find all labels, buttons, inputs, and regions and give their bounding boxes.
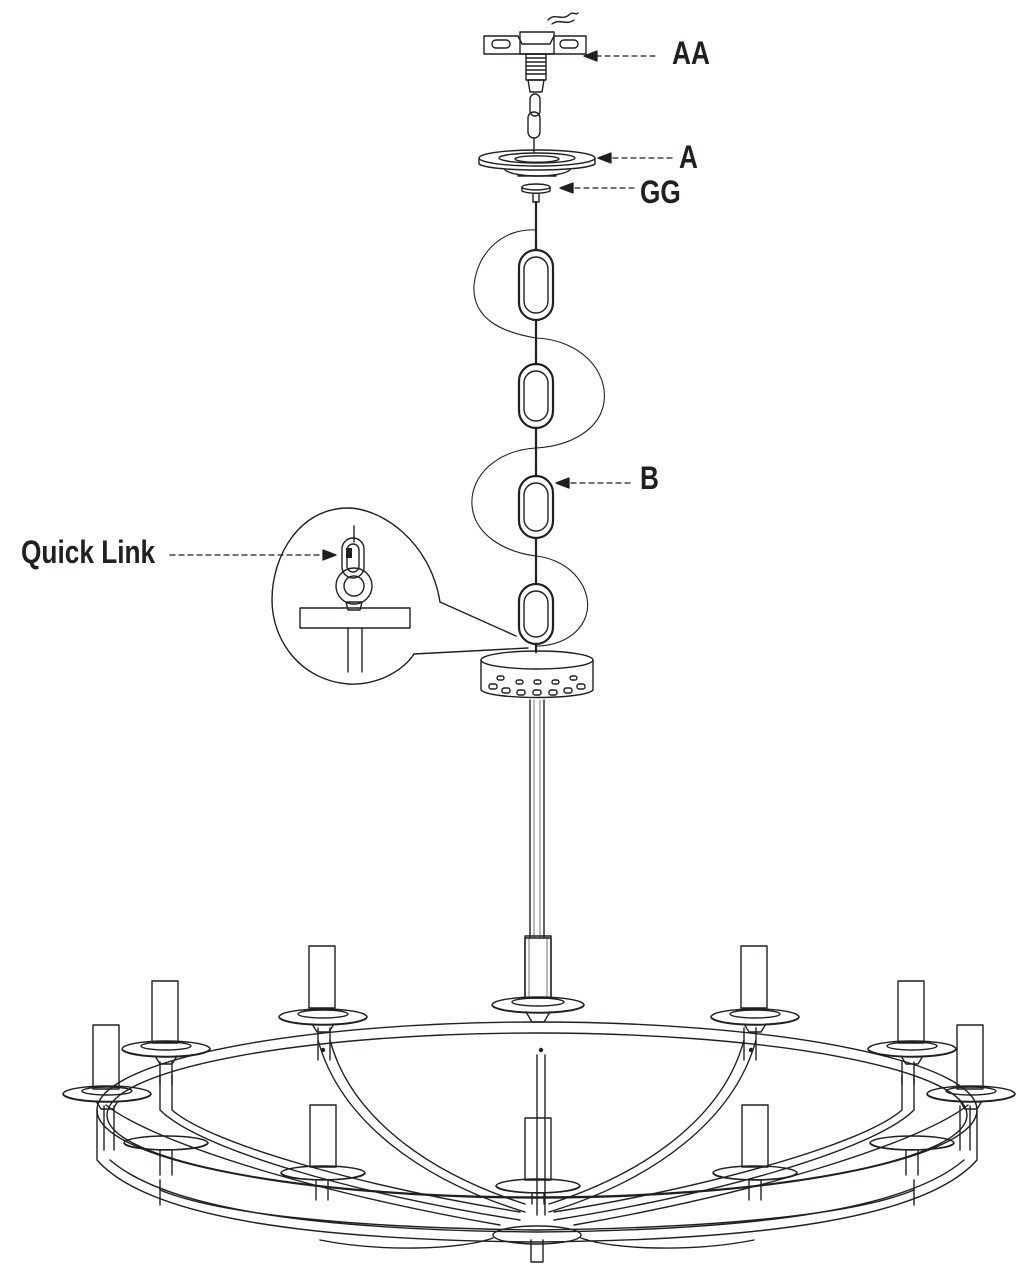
- screw-collar-gg: [522, 184, 550, 202]
- arm-posts: [104, 1028, 970, 1150]
- label-aa: AA: [672, 35, 710, 71]
- label-b: B: [640, 460, 659, 496]
- label-quick-link: Quick Link: [21, 534, 156, 570]
- central-stem: [525, 700, 551, 998]
- candle-top-right-inner: [711, 946, 799, 1032]
- candle-rear-right: [713, 1105, 797, 1200]
- candle-top-left-outer: [63, 1025, 151, 1109]
- inner-arms: [106, 1040, 968, 1262]
- label-gg: GG: [640, 174, 681, 210]
- chandelier-body-cap: [481, 651, 593, 698]
- chain-b: [519, 202, 553, 652]
- candle-rear-center: [496, 1118, 580, 1204]
- candle-rear-far-left: [124, 1136, 208, 1175]
- lamp-wire: [472, 230, 604, 646]
- candle-rear-far-right: [870, 1136, 954, 1175]
- candle-top-right-mid: [868, 981, 956, 1064]
- candle-top-left-mid: [122, 981, 210, 1064]
- candle-top-center: [492, 936, 584, 1022]
- candle-top-right-outer: [927, 1025, 1015, 1109]
- candle-top-left-inner: [279, 946, 367, 1032]
- canopy-a: [479, 150, 595, 176]
- label-a: A: [679, 139, 698, 175]
- quick-link-detail: [272, 508, 528, 684]
- leader-arrows: [170, 51, 672, 560]
- mounting-bracket-aa: [484, 13, 586, 92]
- upper-chain: [528, 94, 540, 152]
- candle-rear-left: [281, 1105, 365, 1200]
